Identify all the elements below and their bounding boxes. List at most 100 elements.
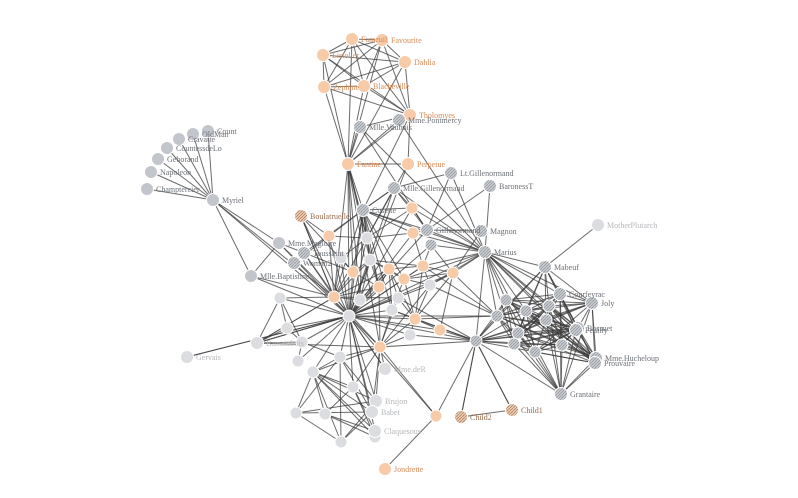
node-zephine[interactable]: [317, 80, 331, 94]
node-magnon[interactable]: [474, 224, 488, 238]
graph-node[interactable]: [385, 303, 399, 317]
node-geborand[interactable]: [151, 152, 165, 166]
node-cosette[interactable]: [356, 203, 370, 217]
node-mllevaubois[interactable]: [353, 120, 367, 134]
graph-node[interactable]: [429, 409, 443, 423]
node-gillenormand[interactable]: [420, 223, 434, 237]
node-mabeuf[interactable]: [538, 260, 552, 274]
node-motherplutarch[interactable]: [591, 218, 605, 232]
node-listolier[interactable]: [316, 48, 330, 62]
graph-node[interactable]: [405, 201, 419, 215]
node-marius[interactable]: [478, 245, 492, 259]
graph-node[interactable]: [346, 265, 360, 279]
node-claquesous[interactable]: [368, 424, 382, 438]
graph-link: [333, 163, 349, 298]
graph-node[interactable]: [490, 309, 504, 323]
node-cravatte[interactable]: [172, 132, 186, 146]
node-babet[interactable]: [365, 405, 379, 419]
node-label-jondrette: Jondrette: [394, 465, 424, 474]
graph-node[interactable]: [519, 304, 533, 318]
node-joly[interactable]: [585, 296, 599, 310]
node-fameuil[interactable]: [345, 32, 359, 46]
graph-node[interactable]: [555, 338, 569, 352]
node-mmepontmercy[interactable]: [392, 113, 406, 127]
node-mmeder[interactable]: [378, 362, 392, 376]
node-boulatruelle[interactable]: [294, 209, 308, 223]
graph-node[interactable]: [424, 238, 438, 252]
node-oldman[interactable]: [186, 127, 200, 141]
graph-node[interactable]: [306, 365, 320, 379]
node-fantine[interactable]: [341, 157, 355, 171]
graph-node[interactable]: [327, 290, 341, 304]
graph-node[interactable]: [416, 259, 430, 273]
graph-node[interactable]: [373, 340, 387, 354]
graph-node[interactable]: [318, 407, 332, 421]
node-bamatabois[interactable]: [250, 336, 264, 350]
graph-link: [411, 207, 486, 253]
graph-node[interactable]: [499, 293, 513, 307]
node-count[interactable]: [201, 124, 215, 138]
graph-link: [347, 39, 383, 165]
graph-node[interactable]: [295, 335, 309, 349]
graph-node[interactable]: [334, 435, 348, 449]
graph-link: [407, 114, 411, 165]
graph-node[interactable]: [397, 272, 411, 286]
graph-node[interactable]: [423, 278, 437, 292]
graph-node[interactable]: [406, 226, 420, 240]
graph-link: [256, 342, 381, 348]
graph-node[interactable]: [511, 326, 525, 340]
graph-node[interactable]: [353, 293, 367, 307]
node-perpetue[interactable]: [401, 157, 415, 171]
node-blacheville[interactable]: [357, 79, 371, 93]
graph-link: [322, 54, 406, 63]
node-napoleon[interactable]: [144, 165, 158, 179]
node-toussaint[interactable]: [297, 246, 311, 260]
graph-node[interactable]: [363, 253, 377, 267]
node-favourite[interactable]: [375, 33, 389, 47]
graph-node[interactable]: [322, 229, 336, 243]
graph-node[interactable]: [382, 262, 396, 276]
node-child1[interactable]: [505, 403, 519, 417]
node-woman2[interactable]: [287, 256, 301, 270]
node-grantaire[interactable]: [554, 387, 568, 401]
node-gervais[interactable]: [180, 350, 194, 364]
graph-node[interactable]: [469, 334, 483, 348]
node-label-gillenormand: Gillenormand: [436, 226, 480, 235]
node-mmemagloire[interactable]: [272, 236, 286, 250]
graph-node[interactable]: [289, 406, 303, 420]
graph-link: [333, 286, 380, 298]
node-countessdelo[interactable]: [160, 141, 174, 155]
graph-node[interactable]: [360, 231, 374, 245]
graph-node[interactable]: [528, 345, 542, 359]
graph-node[interactable]: [403, 328, 417, 342]
graph-node[interactable]: [372, 280, 386, 294]
graph-node[interactable]: [334, 251, 348, 265]
graph-node[interactable]: [291, 354, 305, 368]
node-mllebaptistine[interactable]: [244, 269, 258, 283]
node-baronesst[interactable]: [483, 179, 497, 193]
graph-node[interactable]: [333, 350, 347, 364]
graph-node[interactable]: [539, 313, 553, 327]
graph-node[interactable]: [273, 291, 287, 305]
node-champtercier[interactable]: [140, 182, 154, 196]
node-courfeyrac[interactable]: [553, 287, 567, 301]
node-feuilly[interactable]: [569, 323, 583, 337]
graph-node[interactable]: [408, 312, 422, 326]
node-ltgillenormand[interactable]: [444, 166, 458, 180]
node-dahlia[interactable]: [398, 55, 412, 69]
graph-node[interactable]: [507, 337, 521, 351]
node-child2[interactable]: [454, 410, 468, 424]
graph-node[interactable]: [280, 321, 294, 335]
graph-node[interactable]: [346, 380, 360, 394]
node-prouvaire[interactable]: [588, 356, 602, 370]
graph-node[interactable]: [542, 299, 556, 313]
graph-node[interactable]: [446, 266, 460, 280]
graph-link: [278, 242, 350, 317]
node-mllegillenormand[interactable]: [387, 181, 401, 195]
graph-node[interactable]: [391, 291, 405, 305]
graph-node[interactable]: [433, 323, 447, 337]
node-myriel[interactable]: [206, 193, 220, 207]
node-jondrette[interactable]: [378, 462, 392, 476]
graph-link: [347, 38, 353, 165]
graph-node[interactable]: [342, 309, 356, 323]
